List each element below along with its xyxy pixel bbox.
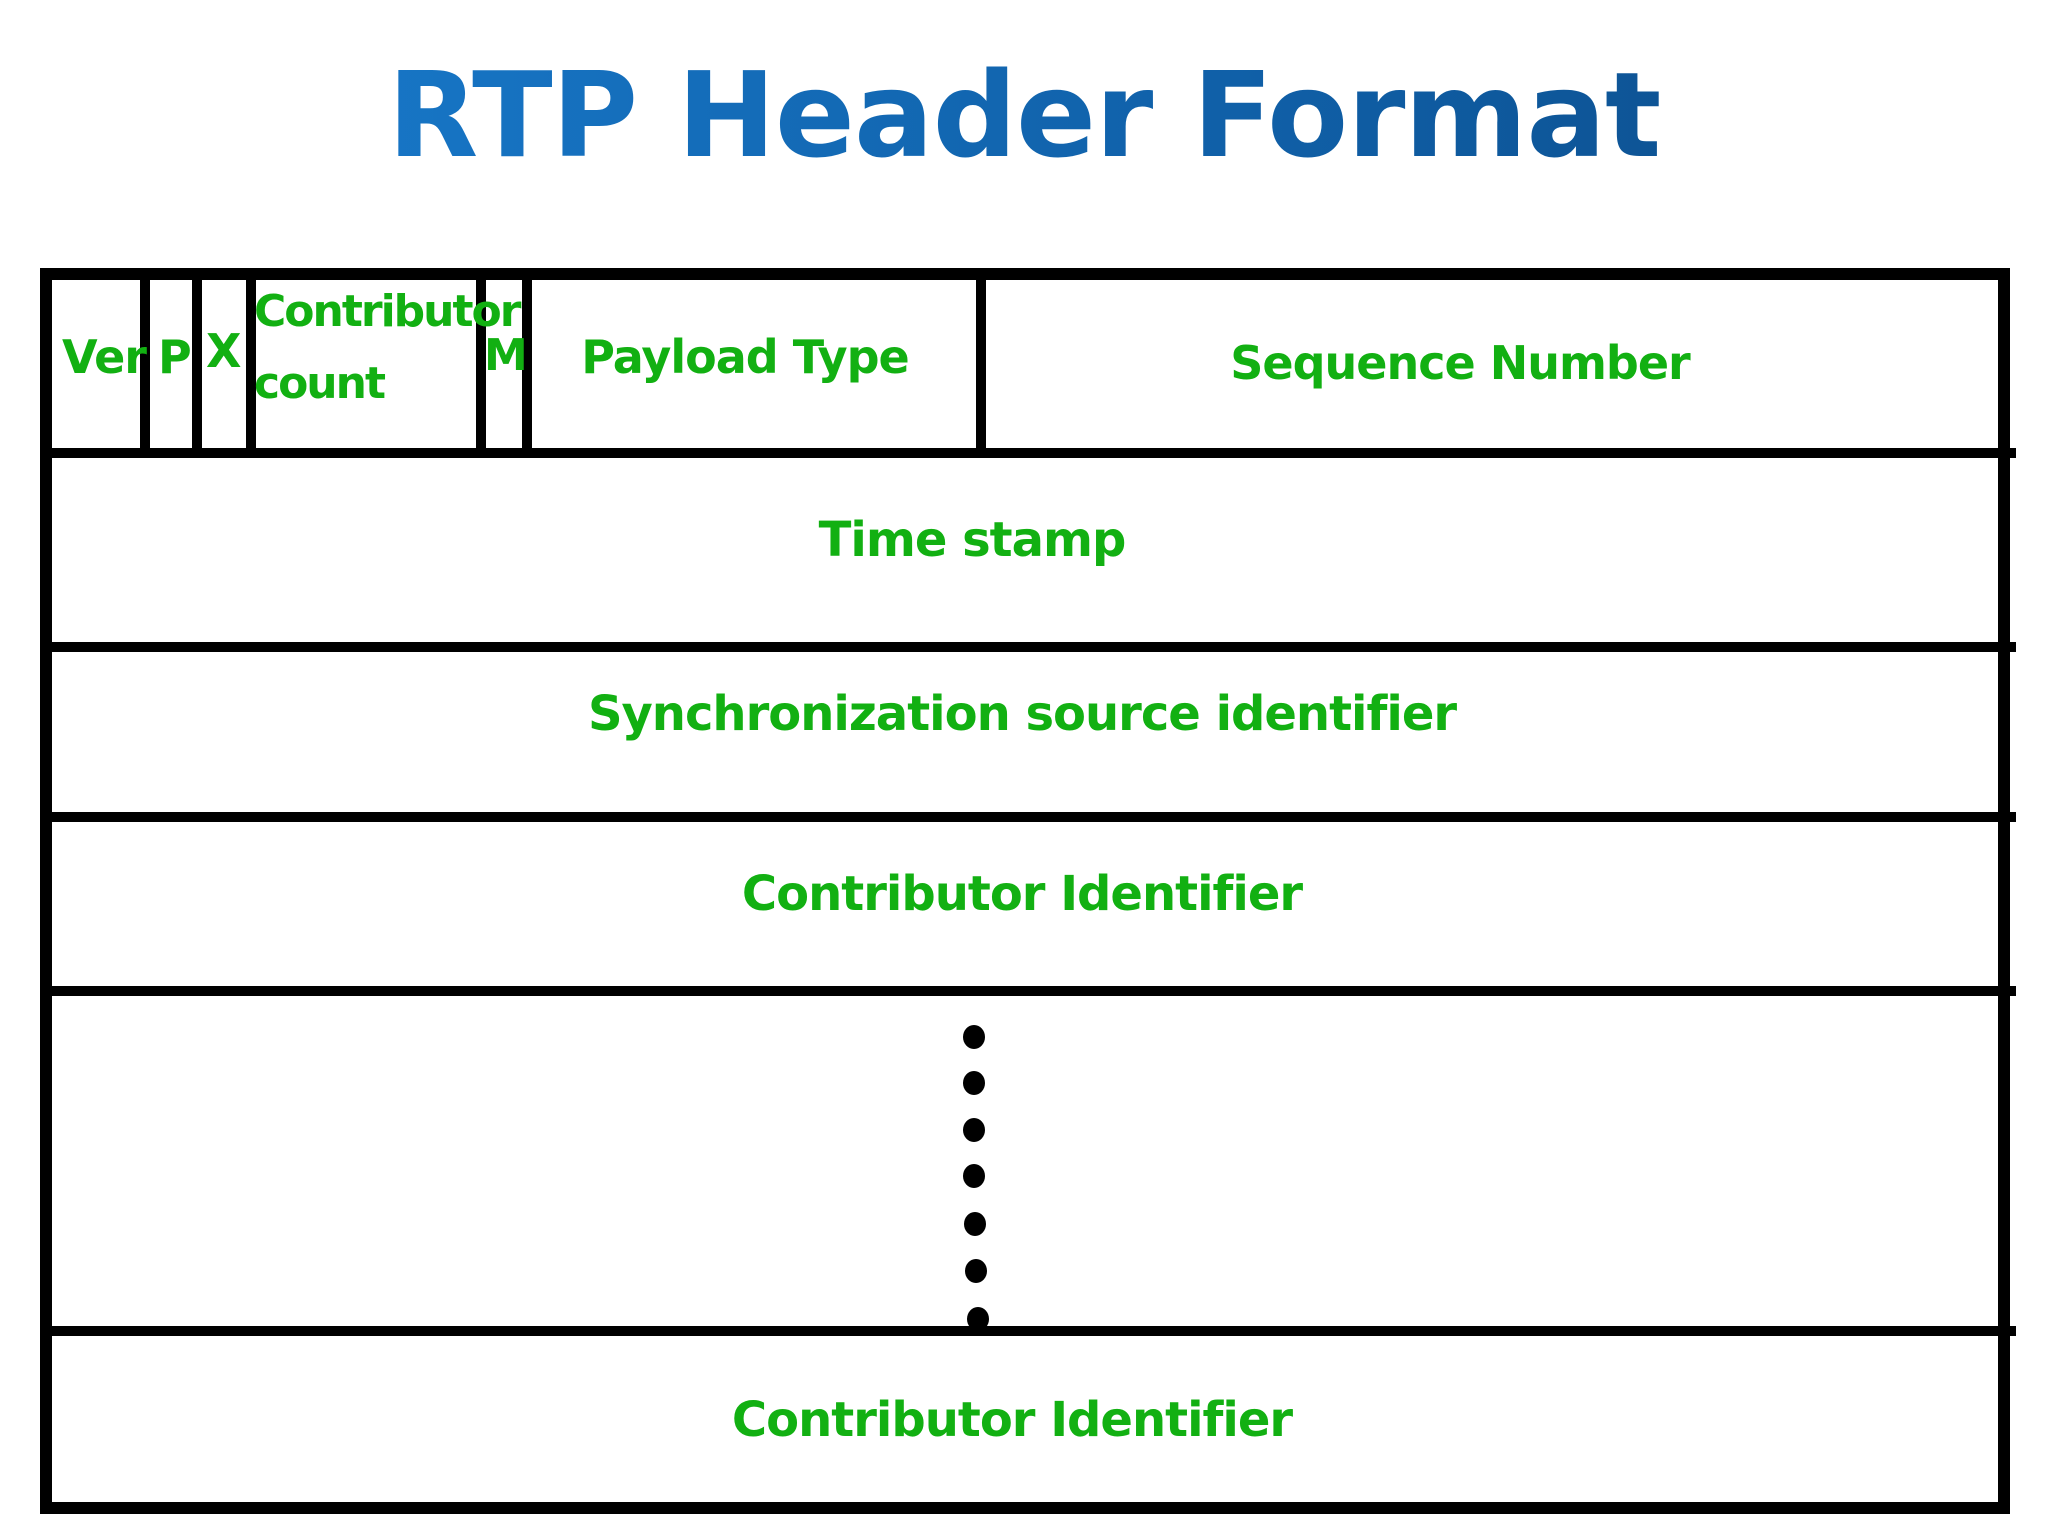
field-extension: X [206,324,241,378]
row-divider-4 [40,986,2016,996]
field-divider-cc-m [476,278,486,450]
ellipsis-dot [963,1118,985,1142]
field-divider-p-x [192,278,202,450]
row-divider-5 [40,1326,2016,1336]
field-payload-type: Payload Type [581,330,909,384]
ellipsis-dot [964,1212,986,1236]
field-timestamp: Time stamp [818,512,1127,568]
ellipsis-dot [963,1164,985,1188]
field-contributor-count-line1: Contributor [254,286,521,337]
row-divider-3 [40,812,2016,822]
field-divider-m-pt [522,278,532,450]
row-divider-2 [40,642,2016,652]
field-sequence-number: Sequence Number [1230,336,1690,390]
field-csrc-first: Contributor Identifier [741,866,1303,922]
ellipsis-dot [963,1071,985,1095]
field-csrc-last: Contributor Identifier [731,1392,1293,1448]
field-divider-pt-seq [976,278,986,450]
field-ssrc: Synchronization source identifier [587,686,1457,742]
field-divider-x-cc [246,278,256,450]
field-padding: P [158,330,192,384]
ellipsis-dot [967,1307,989,1331]
ellipsis-dot [965,1259,987,1283]
row-divider-1 [40,448,2016,458]
field-contributor-count-line2: count [254,358,386,409]
field-version: Ver [62,330,147,384]
diagram-title: RTP Header Format [0,50,2048,180]
field-marker: M [484,330,528,381]
ellipsis-dot [963,1025,985,1049]
field-divider-ver-p [140,278,150,450]
header-table-frame [40,268,2010,1514]
